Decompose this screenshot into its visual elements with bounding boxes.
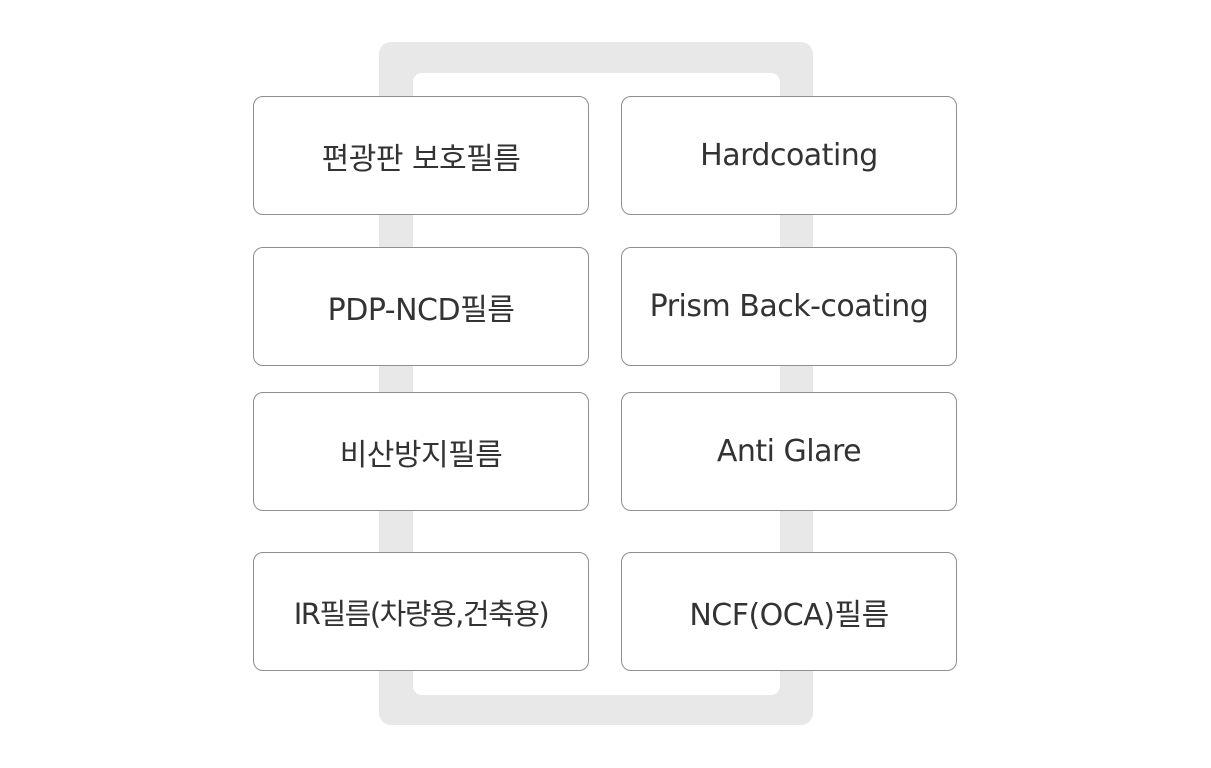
item-label: 편광판 보호필름 [321,141,521,177]
item-label: IR필름(차량용,건축용) [293,596,550,631]
item-ir-film: IR필름(차량용,건축용) [253,552,589,671]
item-label: NCF(OCA)필름 [689,597,889,633]
item-label: Hardcoating [700,138,878,173]
item-label: Anti Glare [716,434,862,469]
item-pdp-ncd-film: PDP-NCD필름 [253,247,589,366]
item-prism-back-coating: Prism Back-coating [621,247,957,366]
item-polarizer-protective-film: 편광판 보호필름 [253,96,589,215]
item-anti-glare: Anti Glare [621,392,957,511]
item-shatterproof-film: 비산방지필름 [253,392,589,511]
item-label: PDP-NCD필름 [327,292,515,328]
item-label: Prism Back-coating [649,289,929,324]
item-hardcoating: Hardcoating [621,96,957,215]
item-label: 비산방지필름 [339,437,503,473]
item-ncf-oca-film: NCF(OCA)필름 [621,552,957,671]
